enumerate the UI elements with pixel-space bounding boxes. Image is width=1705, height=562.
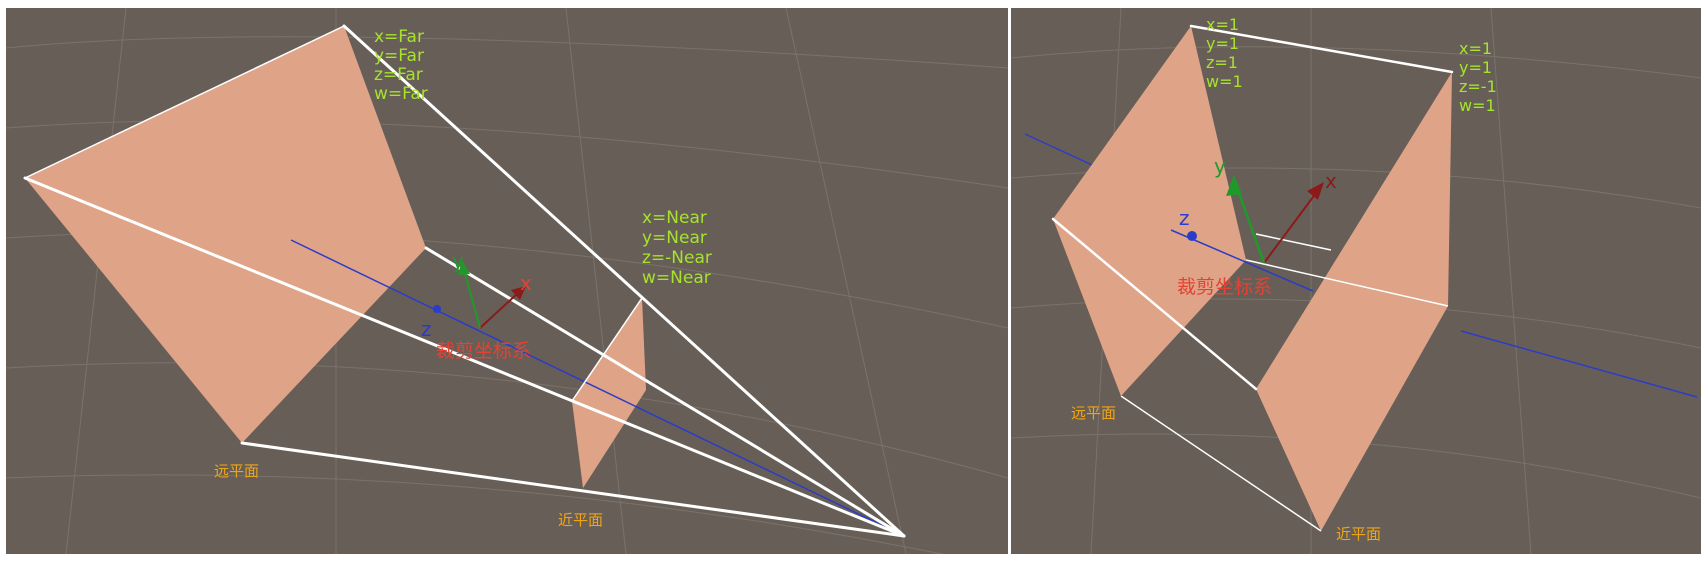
near-plane (1256, 72, 1452, 531)
x-arrow-head-icon (1307, 182, 1324, 200)
near-corner-x: x=Near (642, 208, 707, 228)
cube-ndc-diagram: x=1 y=1 z=1 w=1 x=1 y=1 z=-1 w=1 远平面 近平面… (1011, 8, 1701, 554)
z-axis-line (290, 239, 905, 537)
x-axis-arrow (1263, 192, 1317, 264)
y-arrow-head-icon (458, 260, 470, 275)
y-axis-arrow (1237, 192, 1266, 264)
near-corner-y: y=1 (1459, 58, 1492, 77)
far-corner-x: x=1 (1206, 15, 1239, 34)
y-axis-label: y (452, 249, 464, 273)
clip-space-label: 裁剪坐标系 (436, 340, 531, 362)
z-axis-label: z (1179, 206, 1190, 230)
frustum-perspective-diagram: x=Far y=Far z=Far w=Far x=Near y=Near z=… (6, 8, 1008, 554)
x-axis-arrow (479, 292, 519, 329)
y-axis-label: y (1214, 154, 1226, 178)
z-axis-dot-icon (433, 305, 441, 313)
far-corner-z: z=1 (1206, 53, 1238, 72)
z-axis-label: z (421, 317, 432, 341)
near-corner-w: w=Near (642, 268, 711, 288)
near-plane-label: 近平面 (558, 511, 603, 529)
y-axis-arrow (463, 269, 481, 329)
cube-edges (1051, 24, 1454, 391)
cube-ndc-panel: x=1 y=1 z=1 w=1 x=1 y=1 z=-1 w=1 远平面 近平面… (1011, 8, 1701, 554)
far-plane (1053, 26, 1246, 396)
far-corner-w: w=1 (1206, 72, 1243, 91)
far-plane-label: 远平面 (214, 462, 259, 480)
plane-rims (24, 25, 643, 402)
near-corner-y: y=Near (642, 228, 707, 248)
clip-space-label: 裁剪坐标系 (1177, 276, 1272, 298)
near-corner-z: z=-1 (1459, 77, 1497, 96)
cube-thin-edges (1120, 233, 1449, 532)
near-plane-label: 近平面 (1336, 525, 1381, 543)
x-arrow-head-icon (511, 286, 526, 300)
x-axis-label: x (520, 271, 532, 295)
far-corner-y: y=1 (1206, 34, 1239, 53)
far-corner-z: z=Far (374, 65, 423, 85)
near-corner-z: z=-Near (642, 248, 712, 268)
far-plane-label: 远平面 (1071, 404, 1116, 422)
frustum-perspective-panel: x=Far y=Far z=Far w=Far x=Near y=Near z=… (6, 8, 1008, 554)
frustum-edges (23, 24, 906, 538)
clip-space-axes (1187, 175, 1324, 264)
z-axis-line-front (1460, 330, 1698, 398)
clip-space-axes (433, 260, 526, 329)
z-axis-dot-icon (1187, 231, 1197, 241)
y-arrow-head-icon (1226, 175, 1242, 196)
x-axis-label: x (1325, 169, 1337, 193)
far-corner-w: w=Far (374, 84, 428, 104)
far-corner-y: y=Far (374, 46, 424, 66)
near-corner-w: w=1 (1459, 96, 1496, 115)
far-corner-x: x=Far (374, 27, 424, 47)
near-corner-x: x=1 (1459, 39, 1492, 58)
